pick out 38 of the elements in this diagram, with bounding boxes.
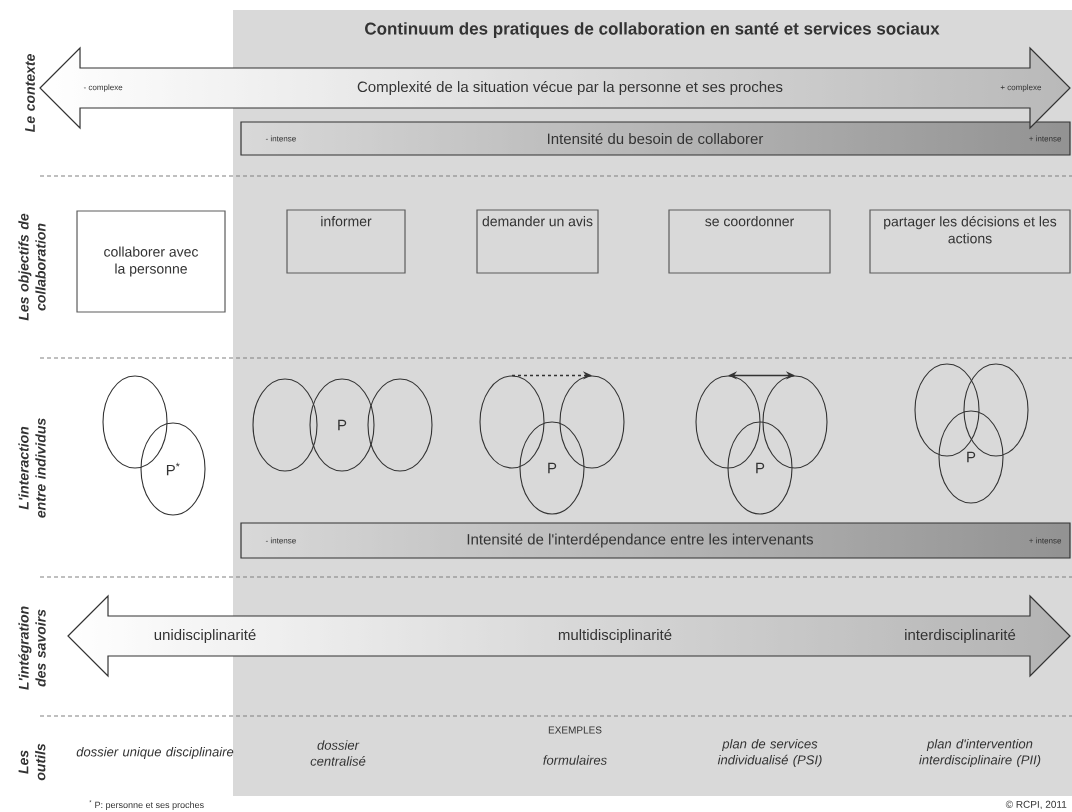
tool-example: dossier unique disciplinaire bbox=[76, 746, 234, 760]
gradient-bar bbox=[240, 522, 1071, 559]
copyright-note: © RCPI, 2011 bbox=[1005, 800, 1067, 810]
scale-label: + intense bbox=[1029, 135, 1062, 142]
objective-box: demander un avis bbox=[476, 209, 599, 274]
row-heading: Les objectifs de collaboration bbox=[18, 213, 46, 321]
scale-label: multidisciplinarité bbox=[558, 628, 672, 644]
tool-example: dossier centralisé bbox=[310, 740, 366, 766]
ellipse bbox=[102, 375, 168, 469]
ellipse bbox=[762, 375, 828, 469]
scale-label: + intense bbox=[1029, 537, 1062, 544]
objective-box: collaborer avec la personne bbox=[76, 210, 226, 313]
ellipse bbox=[559, 375, 625, 469]
scale-label: Complexité de la situation vécue par la personne et ses proches bbox=[357, 80, 783, 96]
column-heading: EXEMPLES bbox=[548, 726, 602, 734]
row-heading: Les outils bbox=[18, 743, 46, 781]
objective-box: se coordonner bbox=[668, 209, 831, 274]
ellipse bbox=[252, 378, 318, 472]
ellipse bbox=[367, 378, 433, 472]
scale-label: interdisciplinarité bbox=[905, 628, 1016, 644]
scale-label: Intensité du besoin de collaborer bbox=[548, 132, 764, 145]
ellipse bbox=[479, 375, 545, 469]
row-heading: L'intégration des savoirs bbox=[18, 606, 46, 690]
tool-example: formulaires bbox=[543, 755, 607, 765]
objective-box: informer bbox=[286, 209, 406, 274]
gradient-bar bbox=[240, 121, 1071, 156]
row-heading: L'interaction entre individus bbox=[18, 418, 46, 518]
scale-label: + complexe bbox=[1000, 84, 1042, 92]
footnote: $^{*}$ P: personne et ses proches bbox=[89, 800, 204, 810]
scale-label: - complexe bbox=[83, 84, 123, 92]
title: Continuum des pratiques de collaboration en santé et services sociaux bbox=[365, 22, 940, 38]
tool-example: plan de services individualisé (PSI) bbox=[717, 738, 822, 768]
scale-label: - intense bbox=[265, 537, 296, 544]
objective-box: partager les décisions et les actions bbox=[869, 209, 1071, 274]
tool-example: plan d'intervention interdisciplinaire (PII) bbox=[919, 738, 1041, 768]
scale-label: - intense bbox=[265, 135, 296, 142]
scale-label: unidisciplinarité bbox=[154, 628, 256, 644]
scale-label: Intensité de l'interdépendance entre les intervenants bbox=[467, 533, 813, 548]
